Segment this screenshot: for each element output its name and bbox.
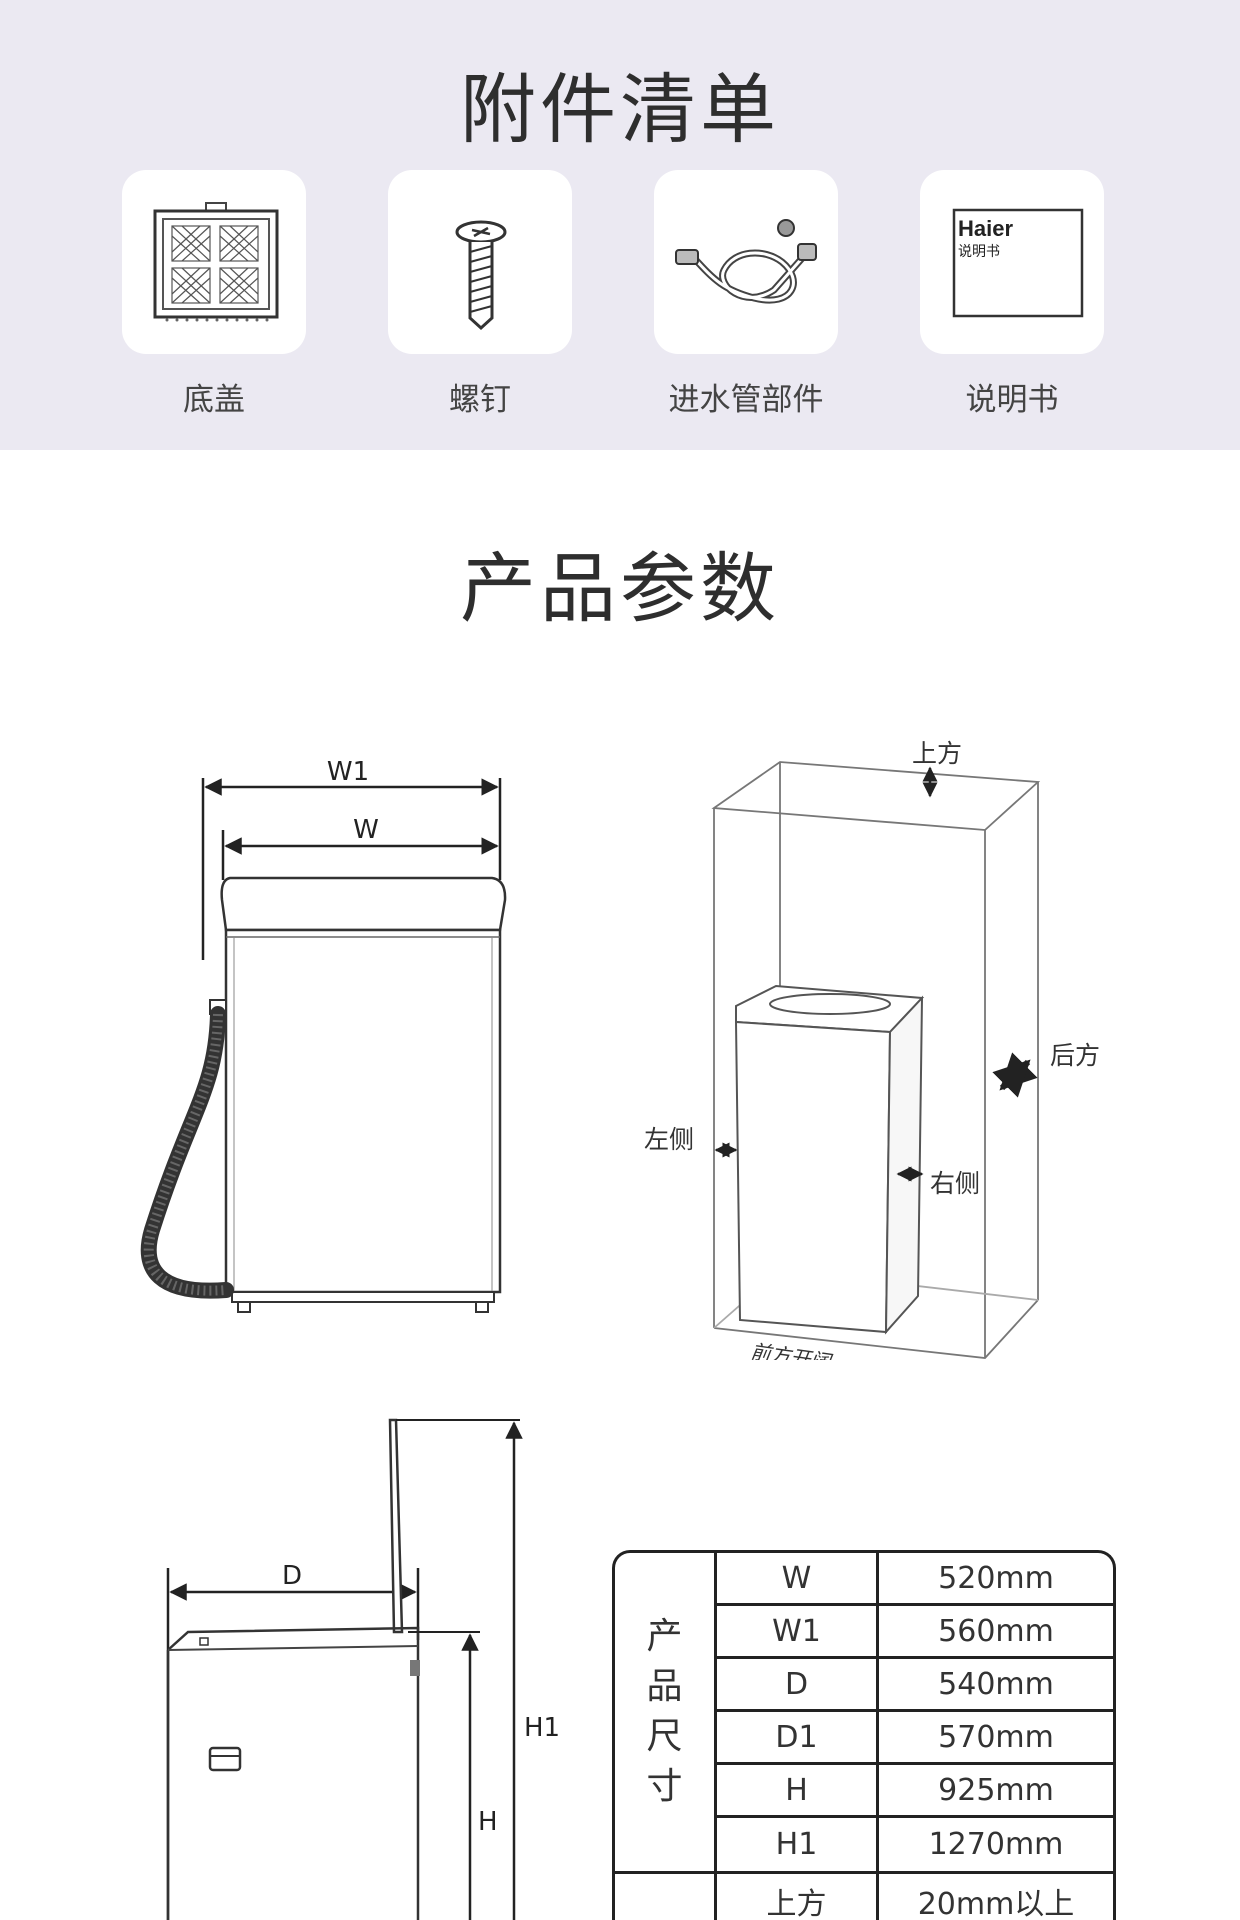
spec-value: 20mm以上 bbox=[917, 1886, 1075, 1920]
params-title: 产品参数 bbox=[460, 544, 780, 633]
manual-icon: Haier 说明书 bbox=[952, 208, 1084, 318]
spec-group-size-label: 产品尺寸 bbox=[615, 1553, 717, 1871]
spec-key: D1 bbox=[717, 1712, 879, 1762]
h-label: H bbox=[478, 1807, 498, 1837]
clearance-front-label: 前方开阔 bbox=[749, 1339, 835, 1360]
spec-group-size: 产品尺寸 W 520mm W1 560mm D 540mm D1 570mm H… bbox=[615, 1553, 1113, 1874]
spec-group-clearance-rows: 上方 20mm以上 bbox=[717, 1874, 1113, 1920]
table-row: W1 560mm bbox=[717, 1606, 1113, 1659]
spec-key: H bbox=[717, 1765, 879, 1815]
spec-value: 560mm bbox=[938, 1613, 1054, 1649]
accessory-card-inlet-hose bbox=[654, 170, 838, 354]
accessory-card-screw bbox=[388, 170, 572, 354]
d-label: D bbox=[282, 1561, 302, 1591]
manual-caption-text: 说明书 bbox=[958, 244, 1000, 260]
spec-key: W bbox=[717, 1553, 879, 1603]
accessory-label-base-cover: 底盖 bbox=[183, 382, 245, 418]
accessories-section: 附件清单 底盖 bbox=[0, 0, 1240, 450]
table-row: H1 1270mm bbox=[717, 1818, 1113, 1871]
clearance-diagram: 上方 后方 左侧 右侧 前方开阔 bbox=[644, 739, 1100, 1360]
w-label: W bbox=[353, 815, 379, 845]
base-cover-icon bbox=[153, 202, 279, 322]
front-view-diagram: W1 W bbox=[140, 757, 507, 1313]
clearance-left-label: 左侧 bbox=[644, 1125, 694, 1154]
spec-value: 520mm bbox=[938, 1560, 1054, 1596]
spec-value: 540mm bbox=[938, 1666, 1054, 1702]
h1-label: H1 bbox=[524, 1713, 560, 1743]
table-row: H 925mm bbox=[717, 1765, 1113, 1818]
accessory-card-manual: Haier 说明书 bbox=[920, 170, 1104, 354]
clearance-top-label: 上方 bbox=[912, 739, 962, 768]
spec-value: 925mm bbox=[938, 1772, 1054, 1808]
spec-key: W1 bbox=[717, 1606, 879, 1656]
spec-key: 上方 bbox=[717, 1874, 879, 1920]
spec-group-clearance-label bbox=[615, 1874, 717, 1920]
screw-icon bbox=[455, 220, 507, 331]
side-view-diagram: D H H1 bbox=[166, 1418, 560, 1920]
accessory-label-screw: 螺钉 bbox=[449, 382, 511, 418]
table-row: 上方 20mm以上 bbox=[717, 1874, 1113, 1920]
accessories-title: 附件清单 bbox=[460, 65, 780, 154]
spec-key: D bbox=[717, 1659, 879, 1709]
w1-label: W1 bbox=[327, 757, 369, 787]
spec-group-clearance: 上方 20mm以上 bbox=[615, 1874, 1113, 1920]
accessory-label-inlet-hose: 进水管部件 bbox=[668, 382, 824, 418]
accessory-label-manual: 说明书 bbox=[965, 382, 1059, 418]
spec-value: 1270mm bbox=[928, 1827, 1064, 1862]
clearance-right-label: 右侧 bbox=[930, 1169, 980, 1198]
accessory-card-base-cover bbox=[122, 170, 306, 354]
table-row: D 540mm bbox=[717, 1659, 1113, 1712]
table-row: W 520mm bbox=[717, 1553, 1113, 1606]
table-row: D1 570mm bbox=[717, 1712, 1113, 1765]
clearance-back-label: 后方 bbox=[1050, 1041, 1100, 1070]
spec-value: 570mm bbox=[938, 1719, 1054, 1755]
manual-brand-text: Haier bbox=[958, 216, 1013, 241]
spec-group-size-rows: W 520mm W1 560mm D 540mm D1 570mm H 925m… bbox=[717, 1553, 1113, 1871]
spec-table: 产品尺寸 W 520mm W1 560mm D 540mm D1 570mm H… bbox=[612, 1550, 1116, 1920]
inlet-hose-icon bbox=[675, 219, 817, 304]
spec-key: H1 bbox=[717, 1818, 879, 1871]
